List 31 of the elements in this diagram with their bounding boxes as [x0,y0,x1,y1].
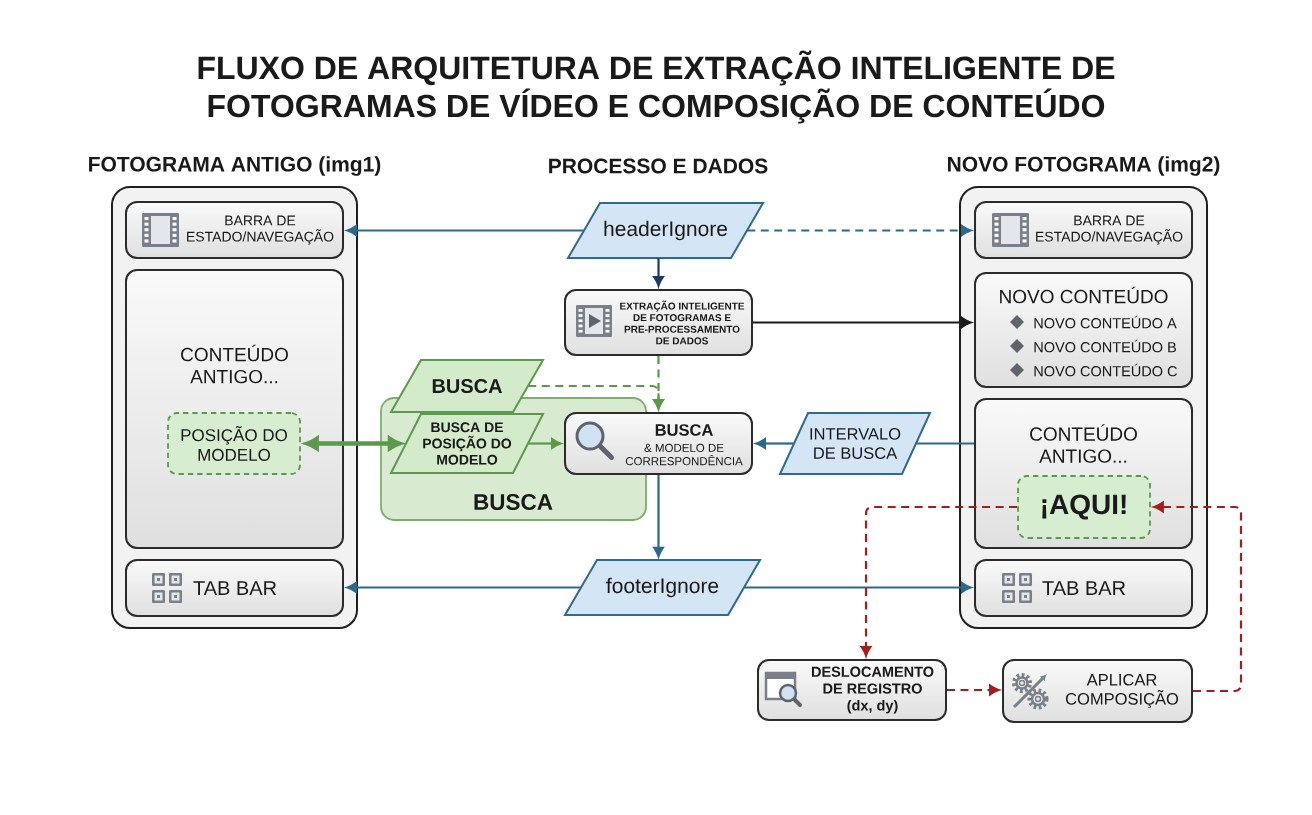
column-heading: NOVO FOTOGRAMA (img2) [948,156,1220,176]
tab-bar: TAB BAR [125,559,344,617]
arrow [753,317,972,328]
process-box: EXTRAÇÃO INTELIGENTE DE FOTOGRAMAS E PRE-PROCESSAMENTO DE DADOS [564,289,753,356]
column-heading: PROCESSO E DADOS [549,158,768,174]
arrow [755,438,794,449]
arrow [947,684,1000,696]
arrow [747,225,972,236]
content-panel: NOVO CONTEÚDO NOVO CONTEÚDO A NOVO CONTEÚDO B NOVO CONTEÚDO C [974,272,1193,388]
dashed-highlight-box: ¡AQUI! [1017,475,1151,539]
tab-bar: TAB BAR [974,559,1193,617]
node-label: NOVO CONTEÚDO A [1034,315,1177,329]
arrow [744,582,972,593]
node-label: NOVO CONTEÚDO C [1034,363,1177,377]
title: FLUXO DE ARQUITETURA DE EXTRAÇÃO INTELIGENTE DE FOTOGRAMAS DE VÍDEO E COMPOSIÇÃO DE CONTEÚDO [198,50,1115,124]
column-heading: FOTOGRAMA ANTIGO (img1) [89,156,381,176]
arrow [528,384,664,410]
dashed-highlight-box: POSIÇÃO DO MODELO [167,412,301,475]
connector-line [916,442,974,445]
arrow [1153,501,1243,693]
arrow [346,225,584,236]
node-label: NOVO CONTEÚDO B [1034,339,1176,353]
arrow [346,582,581,593]
process-box: BUSCA & MODELO DE CORRESPONDÊNCIA [564,412,753,475]
process-box: DESLOCAMENTO DE REGISTRO (dx, dy) [757,659,947,721]
arrow [528,438,562,449]
process-box: APLICAR COMPOSIÇÃO [1002,659,1193,723]
arrow [653,475,664,558]
arrow [860,505,1018,657]
node-label: NOVO CONTEÚDO [1000,286,1168,304]
arrow [653,258,664,287]
